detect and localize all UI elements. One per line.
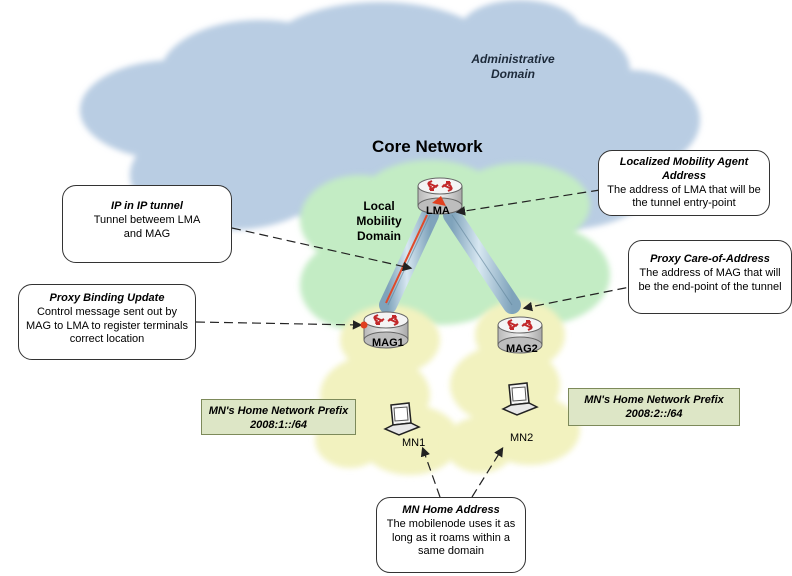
mn-home-desc: The mobilenode uses it as long as it roa… bbox=[386, 517, 516, 558]
pbu-marker bbox=[360, 321, 368, 329]
proxy-coa-callout: Proxy Care-of-Address The address of MAG… bbox=[628, 240, 792, 314]
mn-home-title: MN Home Address bbox=[402, 504, 500, 516]
leader-ip-tunnel bbox=[231, 227, 413, 272]
mn-home-address-callout: MN Home Address The mobilenode uses it a… bbox=[376, 497, 526, 573]
tunnel-lma-mag1 bbox=[379, 206, 439, 314]
proxy-binding-update-callout: Proxy Binding Update Control message sen… bbox=[18, 284, 196, 360]
mag1-label: MAG1 bbox=[372, 337, 404, 349]
pbu-title: Proxy Binding Update bbox=[49, 292, 165, 304]
lma-address-title: Localized Mobility Agent Address bbox=[619, 156, 749, 182]
mn2-prefix-box: MN's Home Network Prefix 2008:2::/64 bbox=[568, 388, 740, 426]
leader-coa bbox=[522, 284, 641, 312]
administrative-domain-label: Administrative Domain bbox=[471, 52, 555, 81]
ip-tunnel-callout: IP in IP tunnel Tunnel betweem LMA and M… bbox=[62, 185, 232, 263]
tunnel-lma-mag2 bbox=[443, 206, 521, 314]
mn1-prefix-value: 2008:1::/64 bbox=[250, 419, 307, 432]
pbu-desc: Control message sent out by MAG to LMA t… bbox=[26, 305, 188, 346]
core-network-label: Core Network bbox=[372, 137, 483, 156]
lma-entry-marker bbox=[432, 196, 446, 206]
lma-address-desc: The address of LMA that will be the tunn… bbox=[607, 183, 761, 210]
mn2-prefix-value: 2008:2::/64 bbox=[625, 408, 683, 421]
mn1-prefix-title: MN's Home Network Prefix bbox=[208, 405, 349, 417]
mn2-prefix-title: MN's Home Network Prefix bbox=[584, 394, 724, 406]
mag2-label: MAG2 bbox=[506, 343, 538, 355]
local-mobility-domain-label: Local Mobility Domain bbox=[356, 199, 402, 243]
lma-label: LMA bbox=[426, 205, 450, 217]
leader-mn2 bbox=[471, 446, 504, 498]
mn2-label: MN2 bbox=[510, 432, 534, 444]
coa-title: Proxy Care-of-Address bbox=[650, 253, 770, 265]
lma-address-callout: Localized Mobility Agent Address The add… bbox=[598, 150, 770, 216]
ip-tunnel-title: IP in IP tunnel bbox=[111, 200, 183, 212]
leader-mn1 bbox=[420, 446, 441, 498]
leader-lma-address bbox=[455, 189, 601, 216]
ip-tunnel-desc: Tunnel betweem LMA and MAG bbox=[93, 213, 201, 240]
mn1-label: MN1 bbox=[402, 437, 426, 449]
coa-desc: The address of MAG that will be the end-… bbox=[638, 266, 782, 293]
mn1-prefix-box: MN's Home Network Prefix 2008:1::/64 bbox=[201, 399, 356, 435]
